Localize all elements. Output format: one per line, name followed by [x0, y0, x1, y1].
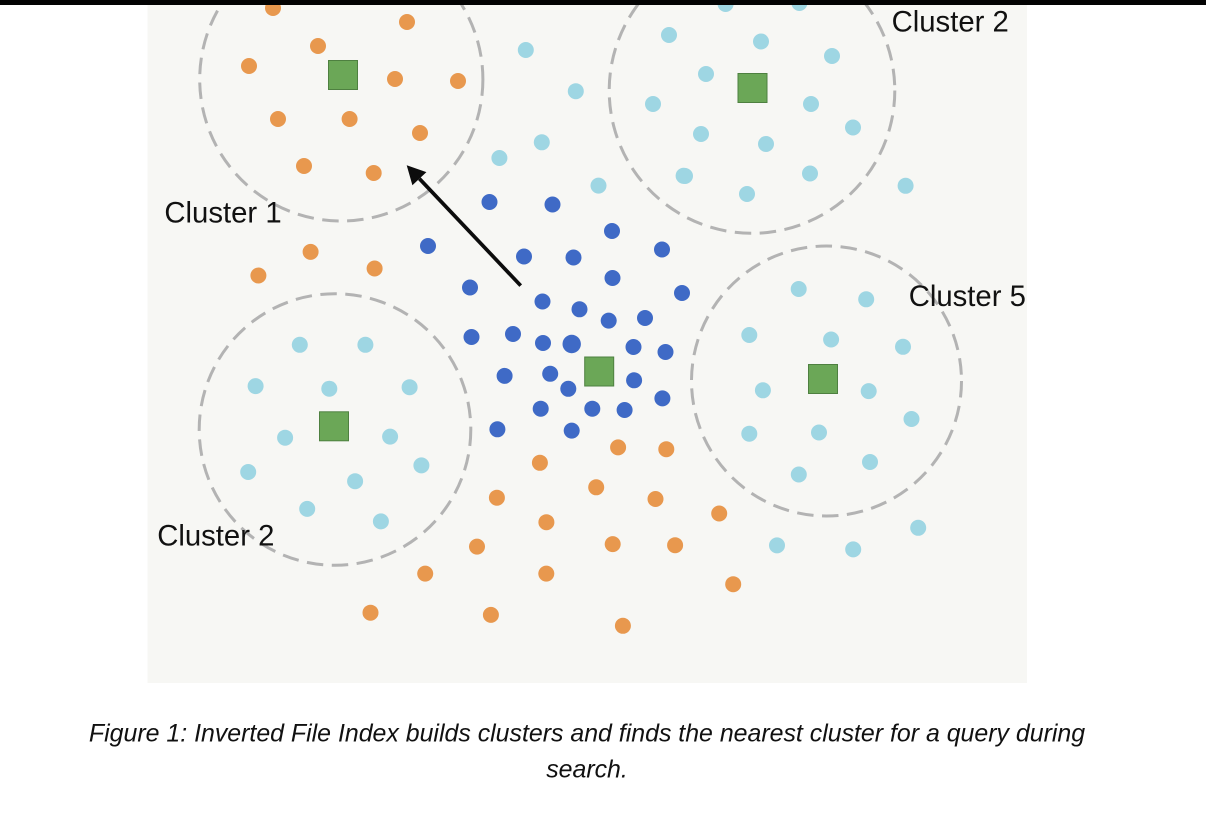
svg-text:Cluster 2: Cluster 2 — [157, 520, 274, 553]
svg-text:Figure 1: Inverted File Index: Figure 1: Inverted File Index builds clu… — [89, 720, 1085, 748]
svg-text:Cluster 1: Cluster 1 — [164, 197, 281, 230]
svg-text:Cluster 2: Cluster 2 — [892, 6, 1009, 39]
svg-text:Cluster 5: Cluster 5 — [909, 280, 1026, 313]
svg-text:search.: search. — [546, 756, 628, 784]
